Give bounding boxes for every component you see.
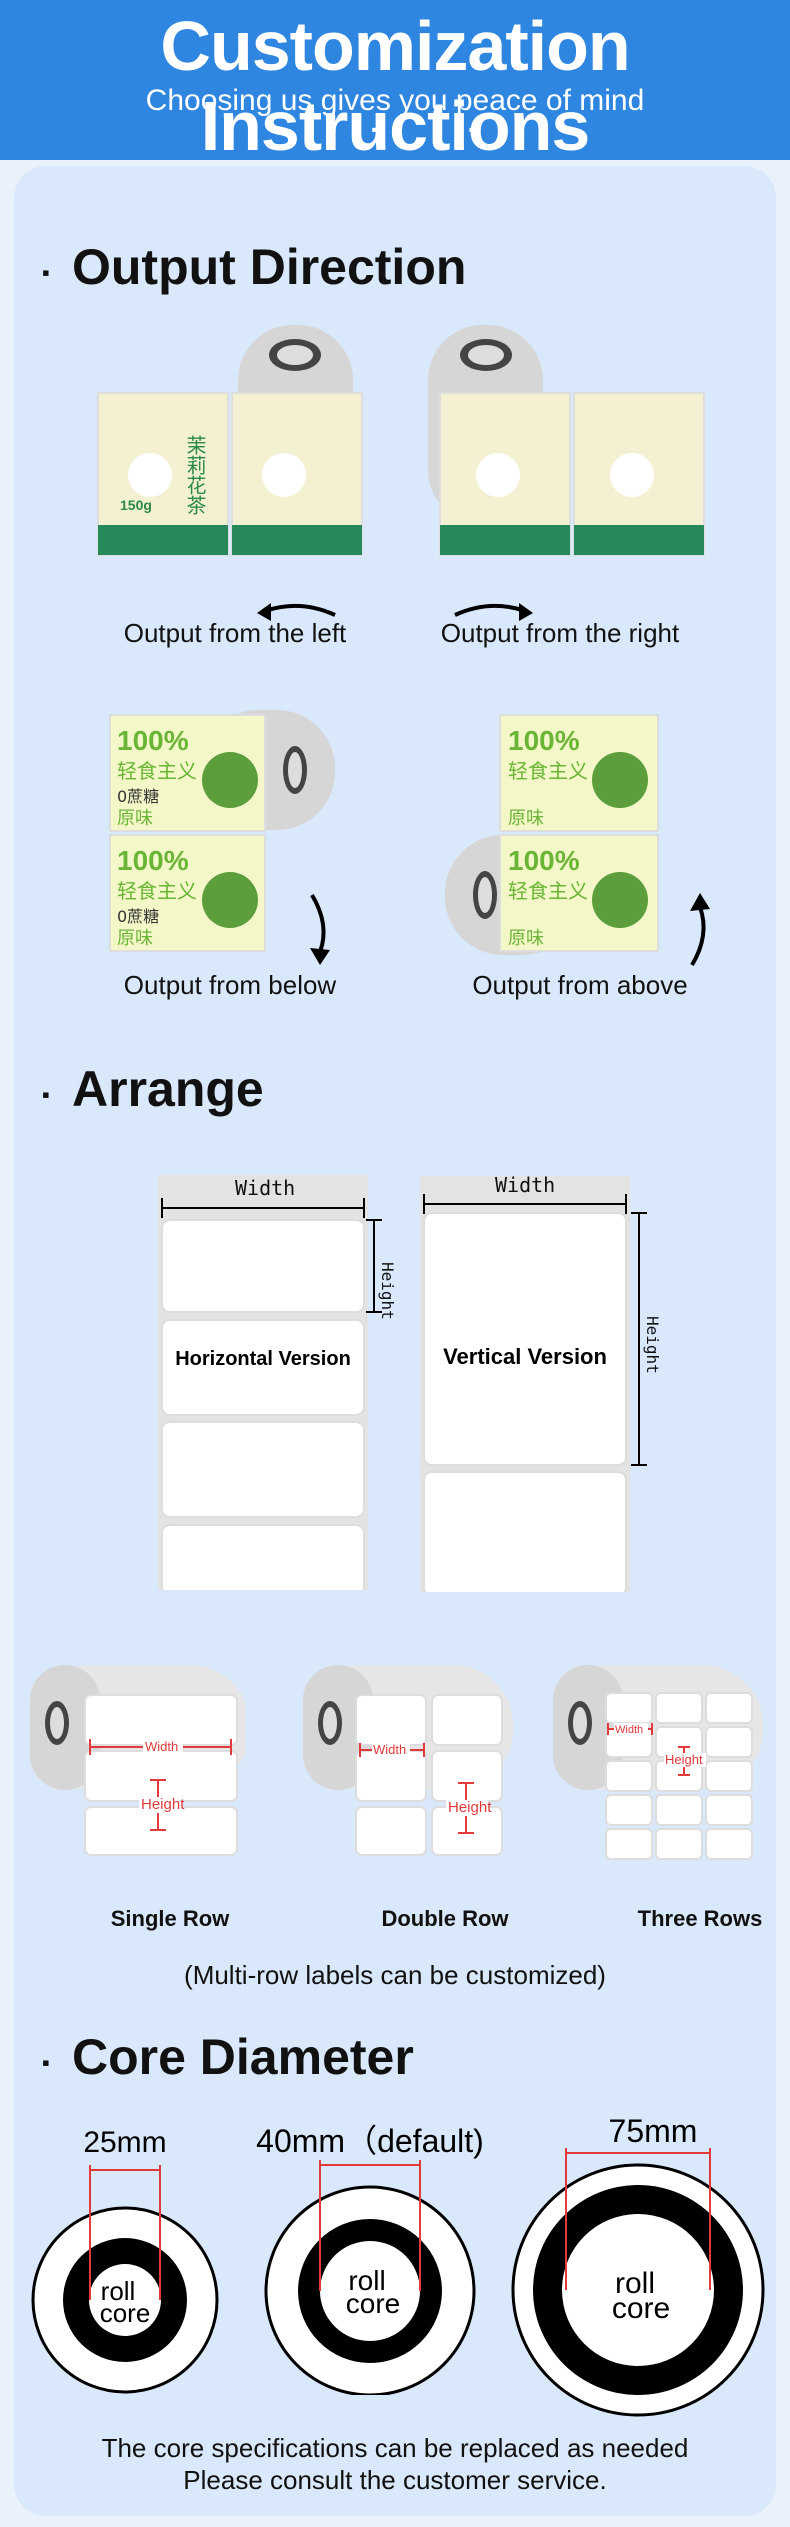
horizontal-width-label: Width — [235, 1176, 295, 1200]
content-panel — [14, 166, 776, 2516]
roll-output-above-image: 100% 100% 轻食主义 轻食主义 原味 原味 — [445, 714, 659, 955]
vertical-width-label: Width — [495, 1173, 555, 1197]
roll-output-left-image: 茉莉花茶 150g — [97, 325, 363, 556]
double-row-width-label: Width — [373, 1742, 406, 1757]
section-title-output-direction: Output Direction — [42, 238, 466, 296]
roll-label-1: roll — [101, 2276, 136, 2306]
food-label-line1: 轻食主义 — [117, 759, 197, 783]
single-row-height-label: Height — [141, 1796, 185, 1813]
svg-text:轻食主义: 轻食主义 — [117, 879, 197, 903]
footer-line-1: The core specifications can be replaced … — [101, 2433, 689, 2463]
caption-double-row: Double Row — [381, 1906, 509, 1931]
horizontal-version-diagram: Width Height Horizontal Version — [158, 1175, 397, 1590]
single-row-width-label: Width — [145, 1739, 178, 1754]
core-size-75: 75mm — [609, 2113, 698, 2149]
vertical-version-diagram: Width Height Vertical Version — [420, 1173, 662, 1592]
core-75mm-diagram: 75mm roll core — [511, 2113, 765, 2417]
svg-text:roll: roll — [615, 2267, 655, 2300]
tea-weight: 150g — [120, 497, 152, 513]
caption-output-above: Output from above — [472, 970, 688, 1000]
page-subtitle: Choosing us gives you peace of mind — [145, 84, 645, 117]
core-25mm-diagram: 25mm roll core — [31, 2126, 219, 2394]
arrow-up-icon — [690, 893, 710, 967]
caption-output-below: Output from below — [123, 970, 337, 1000]
svg-text:轻食主义: 轻食主义 — [508, 879, 588, 903]
header-dots: · · · — [273, 114, 517, 145]
food-label-line3: 原味 — [117, 808, 153, 829]
core-size-25: 25mm — [83, 2126, 166, 2159]
svg-text:100%: 100% — [508, 845, 580, 876]
svg-text:100%: 100% — [117, 845, 189, 876]
header-banner: Customization Instructions Choosing us g… — [0, 0, 790, 165]
caption-output-left: Output from the left — [123, 618, 347, 648]
roll-output-below-image: 100% 100% 轻食主义 轻食主义 0蔗糖 0蔗糖 原味 原味 — [109, 710, 335, 952]
core-label-1: core — [100, 2298, 151, 2328]
svg-text:Height: Height — [448, 1799, 492, 1816]
vertical-version-label: Vertical Version — [443, 1344, 607, 1369]
horizontal-height-label: Height — [378, 1262, 397, 1320]
tea-label-text: 茉莉花茶 — [183, 435, 207, 515]
horizontal-version-label: Horizontal Version — [175, 1348, 351, 1370]
svg-text:原味: 原味 — [508, 928, 544, 949]
caption-single-row: Single Row — [110, 1906, 230, 1931]
arrow-right-icon — [454, 603, 533, 621]
svg-text:原味: 原味 — [117, 928, 153, 949]
svg-text:roll: roll — [348, 2265, 385, 2296]
footer-line-2: Please consult the customer service. — [183, 2465, 607, 2495]
svg-text:原味: 原味 — [508, 808, 544, 829]
arrow-left-icon — [257, 603, 336, 621]
food-label-line2: 0蔗糖 — [117, 787, 159, 806]
caption-output-right: Output from the right — [440, 618, 680, 648]
section-title-core-diameter: Core Diameter — [42, 2028, 414, 2086]
core-40mm-diagram: 40mm（default) roll core — [256, 2123, 484, 2395]
section-title-arrange: Arrange — [42, 1060, 264, 1118]
page-title: Customization Instructions — [160, 7, 630, 165]
svg-text:100%: 100% — [508, 725, 580, 756]
svg-text:0蔗糖: 0蔗糖 — [117, 907, 159, 926]
food-label-pct: 100% — [117, 725, 189, 756]
svg-text:轻食主义: 轻食主义 — [508, 759, 588, 783]
multi-row-note: (Multi-row labels can be customized) — [184, 1960, 606, 1990]
svg-text:core: core — [346, 2288, 400, 2319]
caption-three-rows: Three Rows — [637, 1906, 763, 1931]
svg-text:Height: Height — [665, 1752, 703, 1767]
double-row-roll-image: Width Height — [303, 1665, 513, 1856]
core-size-40: 40mm（default) — [256, 2123, 484, 2159]
single-row-roll-image: Width Height — [30, 1665, 245, 1856]
three-rows-roll-image: Width Height — [553, 1665, 763, 1860]
roll-output-right-image — [428, 325, 705, 556]
three-rows-width-label: Width — [615, 1724, 643, 1736]
vertical-height-label: Height — [643, 1316, 662, 1374]
arrow-down-icon — [310, 893, 330, 965]
svg-text:core: core — [612, 2292, 670, 2325]
